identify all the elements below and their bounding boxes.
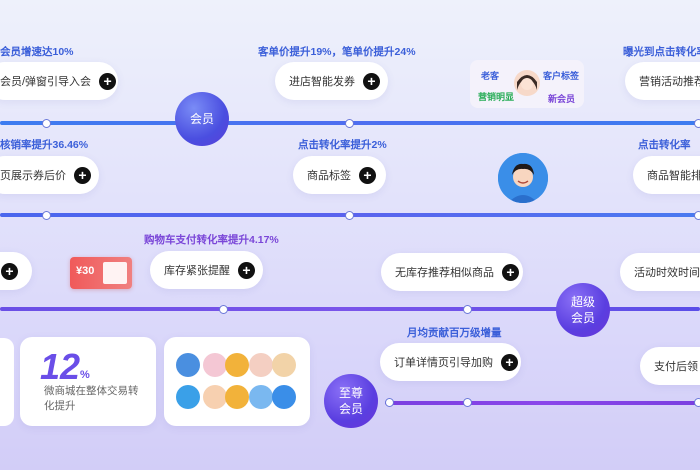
- plus-icon[interactable]: +: [1, 262, 18, 280]
- timeline-dot: [694, 211, 700, 220]
- stat-description: 微商城在整体交易转化提升: [44, 385, 139, 412]
- pill-smart-coupon[interactable]: 进店智能发券 +: [275, 62, 388, 100]
- avatar: [203, 353, 227, 377]
- pill-label: 无库存推荐相似商品: [395, 267, 494, 279]
- node-label: 超级 会员: [570, 295, 595, 325]
- avatar: [176, 353, 200, 377]
- timeline-line-3: [0, 307, 700, 311]
- stat-card: [20, 337, 156, 426]
- metric-order-value: 客单价提升19%，笔单价提升24%: [258, 46, 416, 58]
- metric-cart-payment: 购物车支付转化率提升4.17%: [144, 234, 279, 246]
- timeline-dot: [694, 119, 700, 128]
- pill-marketing-recommend[interactable]: 营销活动推荐: [625, 62, 700, 100]
- avatar: [272, 353, 296, 377]
- tag-old-customer: 老客: [481, 71, 500, 81]
- pill-label: 营销活动推荐: [639, 76, 700, 88]
- pill-label: 支付后领: [654, 361, 698, 373]
- pill-label: 会员/弹窗引导入会: [0, 76, 92, 88]
- metric-click-conversion: 点击转化率提升2%: [298, 139, 387, 151]
- metric-redemption-rate: 核销率提升36.46%: [0, 139, 89, 151]
- timeline-dot: [345, 211, 354, 220]
- pill-activity-time[interactable]: 活动时效时间: [620, 253, 700, 291]
- avatar: [249, 353, 273, 377]
- metric-member-growth: 会员增速达10%: [0, 46, 74, 58]
- plus-icon[interactable]: +: [74, 166, 91, 184]
- stat-number: 12: [40, 346, 81, 387]
- avatar: [225, 353, 249, 377]
- pill-label: 活动时效时间: [634, 267, 700, 279]
- person-icon: [498, 153, 548, 203]
- pill-label: 商品标签: [307, 170, 351, 182]
- timeline-dot: [463, 305, 472, 314]
- plus-icon[interactable]: +: [359, 166, 376, 184]
- metric-click-conversion-2: 点击转化率: [638, 139, 691, 151]
- pill-label: 订单详情页引导加购: [394, 357, 493, 369]
- avatar-icon: [514, 70, 540, 96]
- avatar: [272, 385, 296, 409]
- timeline-dot: [42, 119, 51, 128]
- pill-member-popup[interactable]: 会员/弹窗引导入会 +: [0, 62, 118, 100]
- pill-label: 库存紧张提醒: [164, 265, 230, 277]
- avatar: [176, 385, 200, 409]
- edge-card: [0, 338, 14, 426]
- customer-tags-card: 老客 客户标签 营销明显 新会员: [470, 60, 584, 108]
- plus-icon[interactable]: +: [501, 353, 518, 371]
- metric-monthly-increment: 月均贡献百万级增量: [407, 327, 502, 339]
- coupon-value: ¥30: [76, 265, 95, 277]
- pill-partial[interactable]: +: [0, 252, 32, 290]
- pill-after-payment[interactable]: 支付后领: [640, 347, 700, 385]
- tag-customer-tag: 客户标签: [543, 71, 580, 81]
- pill-label: 商品智能排: [647, 170, 700, 182]
- timeline-dot: [42, 211, 51, 220]
- timeline-dot: [385, 398, 394, 407]
- timeline-dot: [463, 398, 472, 407]
- pill-label: 进店智能发券: [289, 76, 355, 88]
- node-super-member[interactable]: 超级 会员: [556, 283, 610, 337]
- pill-low-stock[interactable]: 库存紧张提醒 +: [150, 251, 263, 289]
- timeline-dot: [345, 119, 354, 128]
- pill-product-tag[interactable]: 商品标签 +: [293, 156, 386, 194]
- plus-icon[interactable]: +: [502, 263, 519, 281]
- stat-unit: %: [80, 369, 90, 381]
- plus-icon[interactable]: +: [99, 72, 117, 90]
- metric-exposure-conversion: 曝光到点击转化率: [623, 46, 700, 58]
- pill-post-coupon-price[interactable]: 页展示券后价 +: [0, 156, 99, 194]
- tag-marketing: 营销明显: [478, 92, 515, 102]
- timeline-dot: [694, 398, 700, 407]
- avatar: [225, 385, 249, 409]
- pill-out-of-stock-similar[interactable]: 无库存推荐相似商品 +: [381, 253, 523, 291]
- tag-new-member: 新会员: [548, 94, 576, 104]
- node-member[interactable]: 会员: [175, 92, 229, 146]
- plus-icon[interactable]: +: [238, 261, 255, 279]
- pill-smart-sort[interactable]: 商品智能排: [633, 156, 700, 194]
- timeline-dot: [219, 305, 228, 314]
- avatar: [498, 153, 548, 203]
- pill-label: 页展示券后价: [0, 170, 66, 182]
- node-label: 至尊 会员: [338, 386, 363, 416]
- coupon-image: ¥30: [70, 257, 132, 289]
- pill-order-detail-addcart[interactable]: 订单详情页引导加购 +: [380, 343, 521, 381]
- coupon-stub: [103, 262, 127, 284]
- node-supreme-member[interactable]: 至尊 会员: [324, 374, 378, 428]
- timeline-line-4: [385, 401, 700, 405]
- avatars-card: [164, 337, 310, 426]
- avatar: [203, 385, 227, 409]
- avatar: [249, 385, 273, 409]
- plus-icon[interactable]: +: [363, 72, 380, 90]
